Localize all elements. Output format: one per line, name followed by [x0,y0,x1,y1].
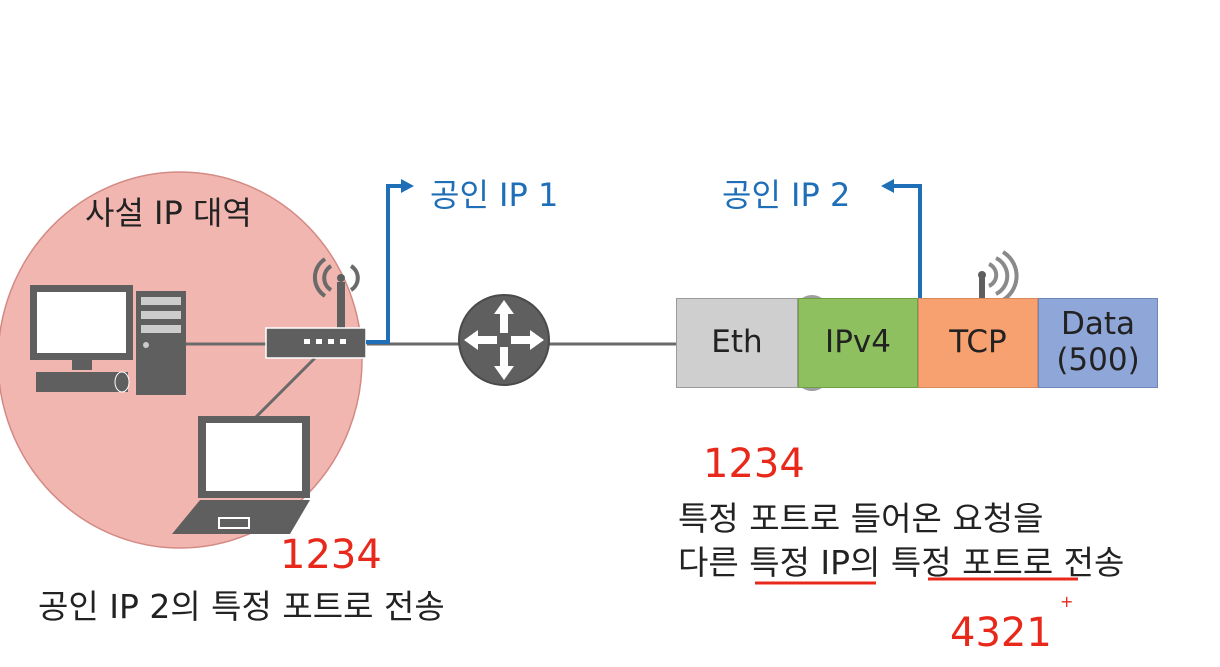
left-port-number: 1234 [280,532,382,578]
public-ip-2-label: 공인 IP 2 [722,176,851,214]
wifi-router-icon [265,257,367,359]
laptop-router-link [253,356,317,420]
public-ip-1-arrow [366,179,414,344]
target-port-number: 4321 [950,610,1052,656]
wifi-signal-icon [978,250,1019,302]
packet-data: Data (500) [1038,298,1158,388]
left-description: 공인 IP 2의 특정 포트로 전송 [38,587,445,626]
packet-ipv4-header: IPv4 [798,298,918,388]
public-ip-1-label: 공인 IP 1 [430,176,559,214]
public-ip-2-arrow [881,179,922,298]
desktop-computer-icon [30,285,186,395]
packet-tcp-header: TCP [918,298,1038,388]
packet-eth-header: Eth [676,298,798,388]
packet-data-label: Data [1060,306,1135,343]
right-description-line1: 특정 포트로 들어온 요청을 [678,499,1044,538]
private-range-label: 사설 IP 대역 [85,194,252,232]
right-port-number: 1234 [703,441,805,487]
laptop-icon [172,416,310,534]
network-router-icon [458,294,550,386]
right-description-line2: 다른 특정 IP의 특정 포트로 전송 [678,543,1125,582]
target-port-mark: + [1060,592,1074,611]
packet-data-size: (500) [1056,342,1140,378]
